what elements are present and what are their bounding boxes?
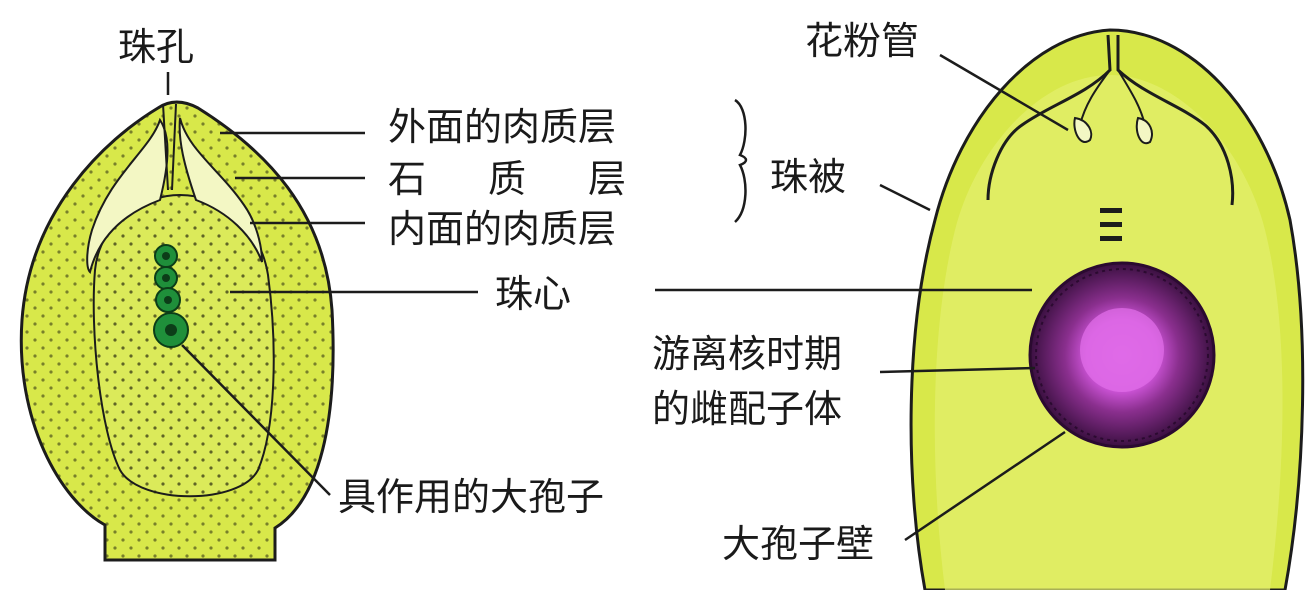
left-ovule — [19, 100, 335, 562]
label-stony-layer: 石质层 — [388, 157, 689, 201]
left-stony-layer-right — [178, 117, 263, 263]
label-integument: 珠被 — [770, 155, 847, 199]
pollen-tube-tips — [1073, 116, 1153, 145]
pollen-chamber — [986, 34, 1235, 206]
label-free-nuclear-line2: 的雌配子体 — [652, 387, 843, 431]
label-pollen-tube: 花粉管 — [805, 19, 920, 63]
nucellar-cap — [1100, 208, 1122, 241]
label-functional-megaspore: 具作用的大孢子 — [338, 475, 605, 519]
label-inner-fleshy-layer: 内面的肉质层 — [388, 207, 617, 251]
right-leader-lines — [655, 53, 1069, 542]
micropyle-channel — [162, 103, 177, 191]
right-ovule — [909, 28, 1305, 590]
megaspore-cells — [153, 244, 189, 348]
megaspore-wall-ring — [1035, 268, 1209, 442]
label-nucellus: 珠心 — [495, 272, 572, 316]
label-micropyle: 珠孔 — [118, 25, 195, 69]
left-leader-lines — [166, 72, 748, 496]
label-megaspore-wall: 大孢子壁 — [722, 522, 875, 566]
label-outer-fleshy-layer: 外面的肉质层 — [388, 105, 617, 149]
label-free-nuclear-line1: 游离核时期 — [652, 332, 843, 376]
